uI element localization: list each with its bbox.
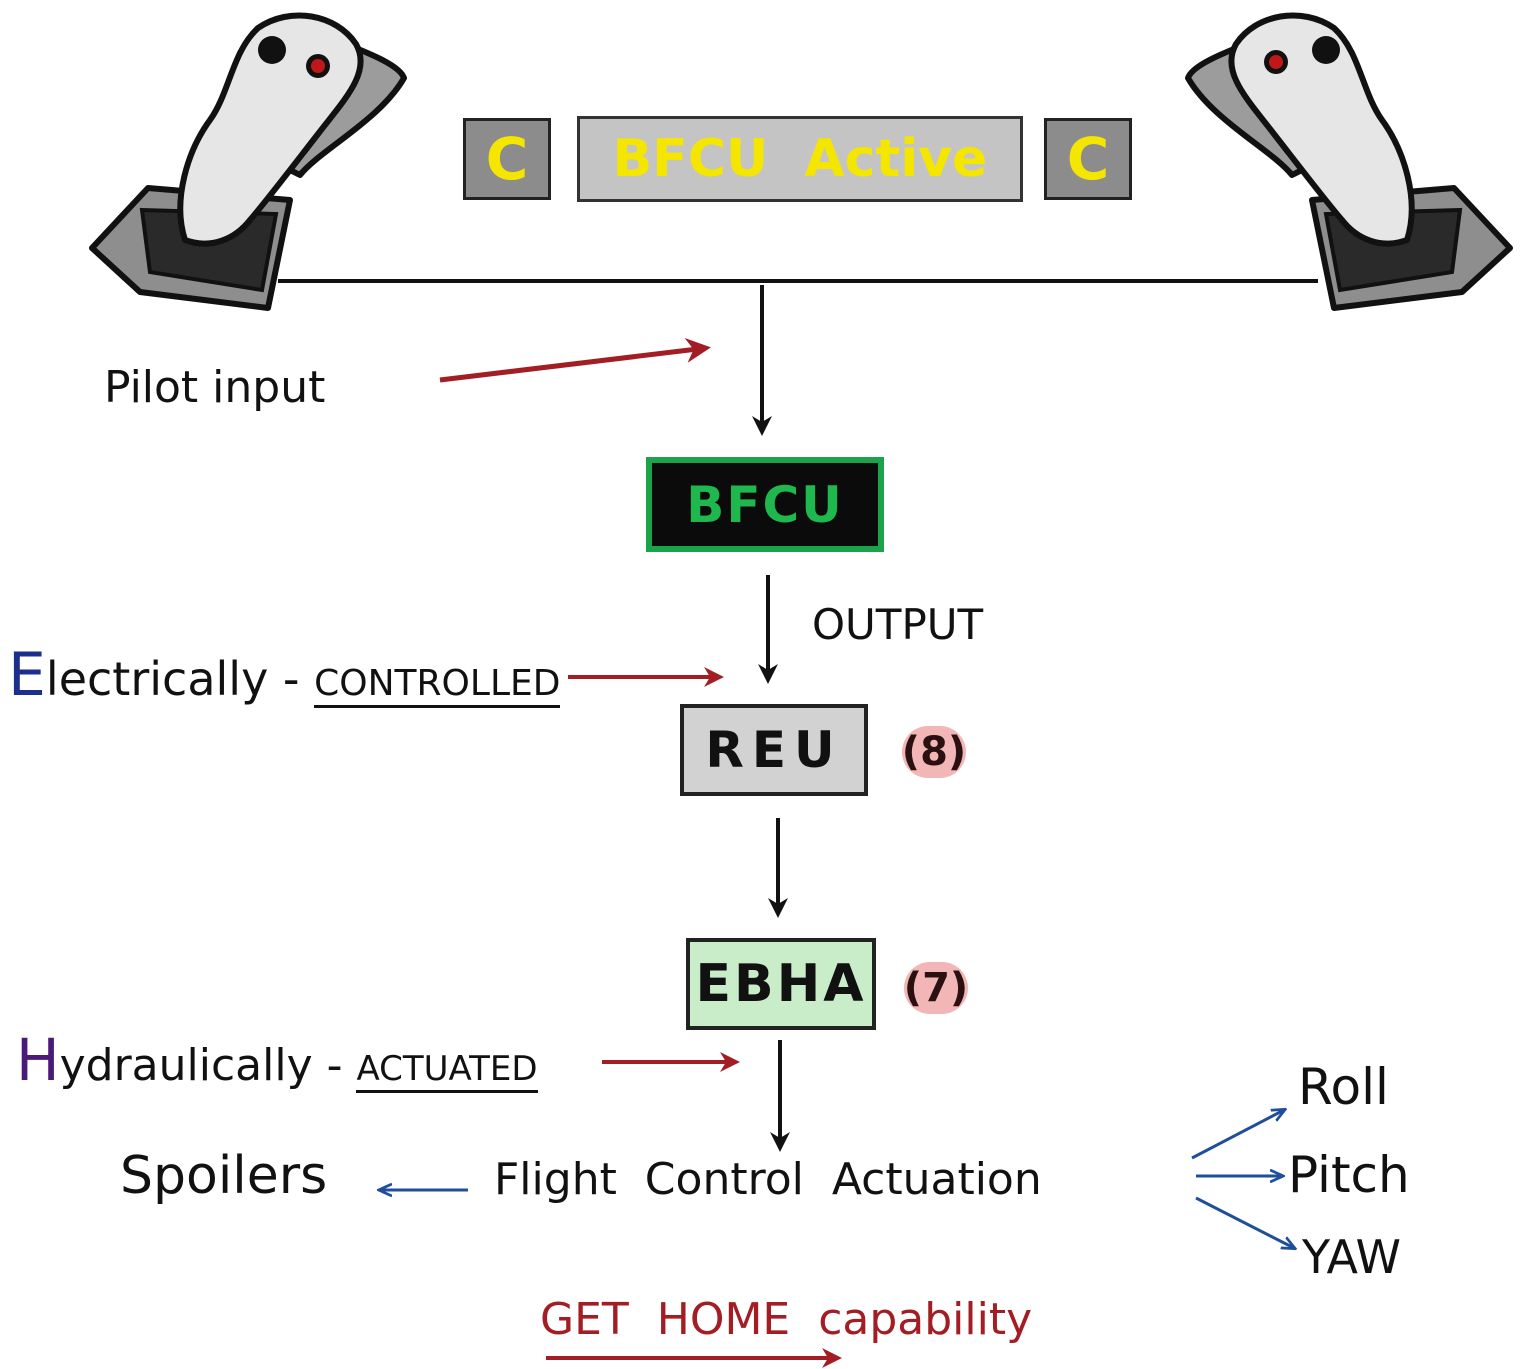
yaw-label: YAW xyxy=(1302,1230,1401,1284)
bfcu-active-indicator: BFCU Active xyxy=(577,116,1023,202)
ebha-count-badge: (7) xyxy=(904,962,968,1014)
hydraulically-rest: ydraulically - xyxy=(59,1040,357,1091)
ebha-box: EBHA xyxy=(686,938,876,1030)
output-label: OUTPUT xyxy=(812,600,984,649)
electrically-rest: lectrically - xyxy=(45,652,315,706)
sidestick-left-icon xyxy=(89,12,407,311)
arrow-pilot-input xyxy=(439,337,711,383)
spoilers-label: Spoilers xyxy=(120,1146,328,1206)
get-home-capability-label: GET HOME capability xyxy=(540,1294,1033,1345)
right-c-label: C xyxy=(1066,125,1110,193)
electrically-first-letter: E xyxy=(8,640,46,710)
arrow-to-yaw xyxy=(1195,1196,1294,1248)
hydraulically-first-letter: H xyxy=(16,1026,60,1094)
flight-control-actuation-label: Flight Control Actuation xyxy=(494,1154,1042,1205)
roll-label: Roll xyxy=(1298,1058,1389,1116)
right-c-indicator: C xyxy=(1044,118,1132,200)
sidestick-right-icon xyxy=(1185,12,1513,311)
arrow-to-roll xyxy=(1191,1110,1284,1160)
hydraulically-actuated-label: Hydraulically - ACTUATED xyxy=(16,1026,538,1094)
ebha-label: EBHA xyxy=(695,954,867,1014)
actuated-word: ACTUATED xyxy=(356,1049,538,1093)
pilot-input-label: Pilot input xyxy=(104,362,326,413)
reu-box: REU xyxy=(680,704,868,796)
pitch-label: Pitch xyxy=(1288,1146,1410,1204)
bfcu-label: BFCU xyxy=(686,475,844,534)
reu-count-badge: (8) xyxy=(902,726,966,778)
reu-label: REU xyxy=(705,721,843,779)
electrically-controlled-label: Electrically - CONTROLLED xyxy=(8,640,561,710)
left-c-label: C xyxy=(485,125,529,193)
bfcu-active-label: BFCU Active xyxy=(612,129,988,189)
bfcu-box: BFCU xyxy=(646,457,884,552)
controlled-word: CONTROLLED xyxy=(314,663,561,708)
left-c-indicator: C xyxy=(463,118,551,200)
